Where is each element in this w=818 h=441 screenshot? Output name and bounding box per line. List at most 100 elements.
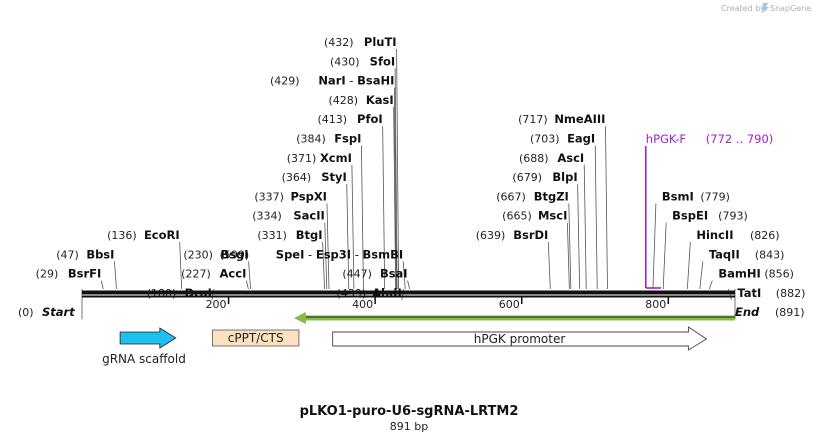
site-line-nmeaiii xyxy=(605,126,608,290)
site-asci[interactable]: AscI (688) xyxy=(519,151,584,165)
site-position: (331) xyxy=(257,229,287,242)
site-acci[interactable]: AccI(227) xyxy=(181,267,246,281)
site-line-pspxi xyxy=(326,203,330,290)
site-name: SfoI xyxy=(370,54,395,68)
site-position: (843) xyxy=(755,248,785,261)
feature-cppt-cts[interactable]: cPPT/CTS xyxy=(212,329,300,347)
site-line-bsgi xyxy=(248,261,251,290)
site-name: SacII xyxy=(293,209,324,223)
site-taqii[interactable]: TaqII(843) xyxy=(709,247,785,261)
site-line-taqii xyxy=(699,261,704,290)
ruler-tick-label: 800 xyxy=(645,298,666,311)
site-kasi[interactable]: KasI(428) xyxy=(328,93,393,107)
site-name: BamHI xyxy=(718,267,760,281)
site-line-fspi xyxy=(361,145,364,290)
site-blpi[interactable]: BlpI(679) xyxy=(512,170,577,184)
feature-shape xyxy=(332,326,708,351)
site-pspxi[interactable]: PspXI(337) xyxy=(254,189,327,203)
site-position: (47) xyxy=(56,248,79,261)
site-line-bspei xyxy=(662,222,667,290)
map-length: 891 bp xyxy=(390,420,428,433)
site-fspi[interactable]: FspI(384) xyxy=(296,132,361,146)
site-name: BsgI xyxy=(220,247,248,261)
site-line-asci xyxy=(583,164,587,290)
site-sfoi[interactable]: SfoI(430) xyxy=(330,54,395,68)
snapgene-logo-icon xyxy=(762,3,769,13)
site-line-eagi xyxy=(594,145,598,290)
site-name: BbsI xyxy=(86,247,114,261)
site-bsmi[interactable]: BsmI(779) xyxy=(662,189,730,203)
site-bamhi[interactable]: BamHI(856) xyxy=(718,267,794,281)
map-end: End (891) xyxy=(735,305,805,319)
site-bsgi[interactable]: BsgI(230) xyxy=(183,247,248,261)
site-hincii[interactable]: HincII(826) xyxy=(696,228,779,242)
site-sacii[interactable]: SacII (334) xyxy=(252,209,325,223)
site-xcmi[interactable]: XcmI(371) xyxy=(287,151,352,165)
snapgene-logo-text: SnapGene xyxy=(770,4,811,13)
site-position: (29) xyxy=(36,268,59,281)
feature-hpgk-promoter[interactable]: hPGK promoter xyxy=(332,326,708,351)
site-name: PspXI xyxy=(291,189,327,203)
site-ecori[interactable]: EcoRI(136) xyxy=(107,228,180,242)
site-name: BsrFI xyxy=(68,267,101,281)
site-bsrdi[interactable]: BsrDI (639) xyxy=(476,228,549,242)
site-name: PfoI xyxy=(357,112,383,126)
site-name: MscI xyxy=(538,209,567,223)
site-name: AscI xyxy=(557,151,584,165)
site-position: (428) xyxy=(328,94,358,107)
site-position: (703) xyxy=(530,133,560,146)
site-name: BsaI xyxy=(380,267,408,281)
backbone-bottom xyxy=(82,295,735,298)
end-label: End xyxy=(735,305,760,319)
site-name: BsrDI xyxy=(513,228,548,242)
feature-label: cPPT/CTS xyxy=(228,331,284,345)
site-position: (432) xyxy=(324,36,354,49)
site-position: (429) xyxy=(270,75,300,88)
site-position: (384) xyxy=(296,133,326,146)
site-position: (639) xyxy=(476,229,506,242)
site-line-bbsi xyxy=(114,261,117,290)
site-name: PluTI xyxy=(364,35,397,49)
site-position: (688) xyxy=(519,152,549,165)
feature-grna-scaffold[interactable]: gRNA scaffold xyxy=(102,327,186,366)
site-line-acci xyxy=(245,280,249,290)
primer-hpgk-f[interactable]: hPGK-F(772 .. 790) xyxy=(644,132,774,289)
site-bbsi[interactable]: BbsI (47) xyxy=(56,247,114,261)
site-position: (413) xyxy=(317,113,347,126)
backbone xyxy=(82,290,735,298)
site-styi[interactable]: StyI (364) xyxy=(282,170,347,184)
site-line-blpi xyxy=(577,184,581,290)
site-eagi[interactable]: EagI(703) xyxy=(530,132,595,146)
green-arrow-shaft xyxy=(301,315,735,321)
site-bsrfi[interactable]: BsrFI (29) xyxy=(36,267,102,281)
features: gRNA scaffold cPPT/CTS hPGK promoter xyxy=(102,326,708,366)
site-position: (334) xyxy=(252,210,282,223)
site-bspei[interactable]: BspEI(793) xyxy=(672,209,748,223)
ruler-tick-label: 200 xyxy=(206,298,227,311)
site-labels: PluTI (432) SfoI(430) NarI - BsaHI(429) KasI… xyxy=(18,35,805,319)
site-btgzi[interactable]: BtgZI(667) xyxy=(496,189,569,203)
site-name: StyI xyxy=(321,170,347,184)
site-line-spei xyxy=(402,261,406,290)
site-nmeaiii[interactable]: NmeAIII(717) xyxy=(518,112,605,126)
site-nari[interactable]: NarI - BsaHI(429) xyxy=(270,74,394,88)
site-line-btgzi xyxy=(568,203,572,290)
site-position: (364) xyxy=(282,171,312,184)
site-position: (826) xyxy=(750,229,780,242)
site-btgi[interactable]: BtgI(331) xyxy=(257,228,322,242)
site-name: XcmI xyxy=(320,151,352,165)
site-pluti[interactable]: PluTI (432) xyxy=(324,35,397,49)
site-msci[interactable]: MscI(665) xyxy=(502,209,567,223)
site-bsai[interactable]: BsaI(447) xyxy=(342,267,407,281)
end-position: (891) xyxy=(775,306,805,319)
site-line-hincii xyxy=(686,241,691,290)
site-spei[interactable]: SpeI - Esp3I - BsmBI(599) xyxy=(220,247,404,261)
site-tati[interactable]: TatI(882) xyxy=(737,286,805,300)
site-pfoi[interactable]: PfoI (413) xyxy=(317,112,382,126)
site-name: BsmI xyxy=(662,189,694,203)
site-line-bsrdi xyxy=(547,241,551,290)
site-line-ecori xyxy=(179,241,183,290)
site-name: BspEI xyxy=(672,209,708,223)
